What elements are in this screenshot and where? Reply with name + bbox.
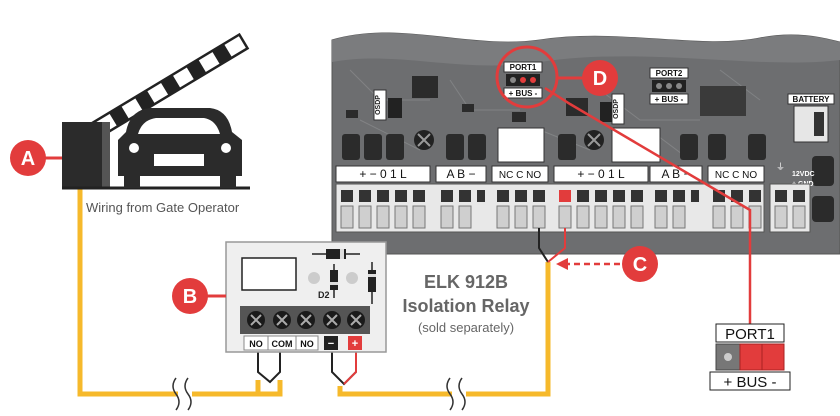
port1-detail-bus: + BUS - [724, 374, 777, 391]
terminal-group-label [707, 165, 765, 183]
svg-text:OSDP: OSDP [613, 99, 620, 119]
svg-text:NC C NO: NC C NO [715, 170, 757, 181]
svg-text:+ BUS -: + BUS - [509, 89, 538, 98]
svg-text:C: C [633, 254, 647, 276]
board-screw [414, 130, 434, 150]
svg-text:B: B [183, 286, 197, 308]
svg-text:PORT2: PORT2 [656, 69, 683, 78]
terminal-group-label [491, 165, 549, 183]
relay-terminal-label: NO [249, 339, 263, 349]
car-icon [118, 108, 242, 188]
port2-header: PORT2 + BUS - [649, 67, 689, 105]
port1-detail-label: PORT1 [725, 326, 775, 343]
svg-text:12VDC: 12VDC [792, 171, 815, 178]
wire-board-right [466, 262, 551, 397]
terminal-group-label [335, 165, 431, 183]
battery-connector: BATTERY [787, 93, 835, 143]
board-screw [584, 130, 604, 150]
svg-text:+ BUS -: + BUS - [655, 95, 684, 104]
chip [412, 76, 438, 98]
svg-text:PORT1: PORT1 [510, 63, 537, 72]
svg-text:⏚: ⏚ [776, 162, 785, 172]
svg-text:OSDP: OSDP [375, 95, 382, 115]
osdp-jumper-right: OSDP [600, 93, 625, 125]
svg-text:A B −: A B − [446, 167, 475, 181]
svg-text:A: A [21, 148, 35, 170]
wire-port1-bus [544, 86, 752, 340]
callout-d: D [556, 60, 618, 96]
wire-board-left [337, 386, 452, 397]
svg-text:D: D [593, 68, 607, 90]
terminal-screws [341, 190, 805, 202]
terminal-plus-highlight [559, 190, 571, 202]
relay-screws [247, 311, 365, 329]
relay-terminal-label: + [352, 338, 358, 350]
callout-c: C [622, 246, 658, 282]
relay-terminal-label: − [328, 338, 334, 350]
wire-gate-no [192, 380, 261, 397]
svg-text:+ − 0 1 L: + − 0 1 L [577, 167, 625, 181]
port1-pin-bus [739, 343, 763, 371]
svg-text:BATTERY: BATTERY [793, 95, 831, 104]
osdp-jumper-left: OSDP [373, 89, 402, 121]
relay-title: ELK 912B [424, 272, 508, 292]
callout-b: B [172, 278, 226, 314]
terminal-group-label [553, 165, 649, 183]
wire-gate-left [77, 186, 178, 397]
gate-arm [90, 32, 250, 139]
relay-note: (sold separately) [418, 320, 514, 335]
relay-block [497, 127, 545, 163]
relay-terminal-label: NO [300, 339, 314, 349]
diode-label: D2 [318, 290, 330, 300]
gate-post [62, 122, 102, 188]
port1-header: PORT1 + BUS - [503, 61, 543, 99]
relay-block [700, 86, 746, 116]
relay-terminal-label: COM [272, 339, 293, 349]
gate-operator: Wiring from Gate Operator [62, 32, 250, 215]
gate-caption: Wiring from Gate Operator [86, 200, 240, 215]
svg-text:A B −: A B − [661, 167, 690, 181]
svg-text:+ − 0 1 L: + − 0 1 L [359, 167, 407, 181]
capacitors [342, 134, 834, 222]
wires [77, 86, 752, 411]
terminal-group-label [435, 165, 487, 183]
control-board: OSDP OSDP PORT2 + BUS - PORT1 [331, 32, 840, 255]
relay-component [241, 257, 297, 291]
isolation-relay: D2 NO COM NO − + [225, 241, 387, 353]
wire-break-marks [172, 377, 466, 411]
relay-subtitle: Isolation Relay [402, 296, 529, 316]
svg-text:NC C NO: NC C NO [499, 170, 541, 181]
callout-a: A [10, 140, 62, 176]
diode [368, 262, 376, 304]
terminal-strip: + − 0 1 L A B − NC C NO + − 0 1 L A B − … [335, 165, 811, 233]
port1-pin-bus-minus [761, 343, 785, 371]
diode [312, 249, 360, 259]
port1-detail: PORT1 + BUS - [709, 323, 791, 391]
diode [330, 264, 338, 298]
